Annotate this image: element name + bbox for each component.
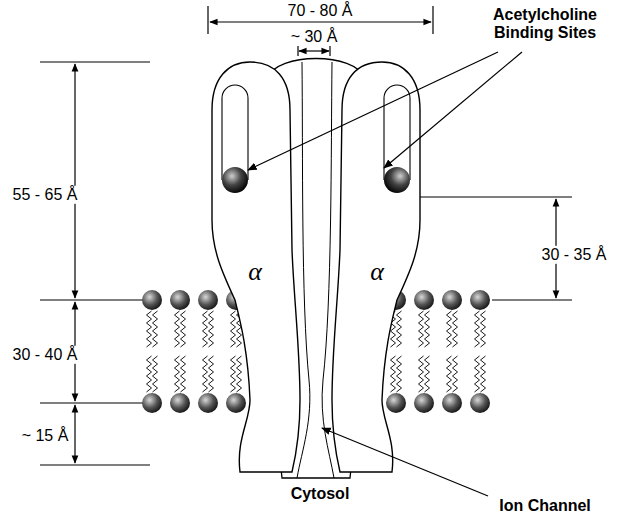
lipid-tail (175, 356, 180, 392)
lipid-head (142, 290, 162, 310)
lipid-tail (203, 311, 208, 347)
lipid-tail (397, 356, 402, 392)
lipid-tail (209, 311, 214, 347)
lipid-tail (209, 356, 214, 392)
lipid-tail (147, 311, 152, 347)
lipid-head (170, 290, 190, 310)
lipid-tail (425, 356, 430, 392)
subunit-label: α (370, 257, 384, 287)
dimension-label: 70 - 80 Å (286, 2, 355, 20)
lipid-head (386, 393, 406, 413)
lipid-tail (181, 356, 186, 392)
lipid-tail (453, 311, 458, 347)
dimension-label: 30 - 40 Å (11, 346, 80, 364)
leader-line (384, 52, 522, 168)
subunit-label: α (248, 257, 262, 287)
lipid-tail (181, 311, 186, 347)
lipid-tail (231, 356, 236, 392)
lipid-tail (425, 311, 430, 347)
lipid-tail (419, 311, 424, 347)
dimension-label: 55 - 65 Å (11, 186, 80, 204)
alpha-subunit: α (325, 55, 427, 477)
lipid-tail (203, 356, 208, 392)
part-label: Cytosol (289, 485, 352, 503)
lipid-head (470, 393, 490, 413)
lipid-tail (475, 311, 480, 347)
lipid-head (414, 290, 434, 310)
lipid-tail (453, 356, 458, 392)
part-label: Ion Channel (497, 497, 593, 515)
lipid-tail (475, 356, 480, 392)
lipid-head (414, 393, 434, 413)
lipid-head (170, 393, 190, 413)
lipid-tail (397, 311, 402, 347)
lipid-head (442, 393, 462, 413)
lipid-bilayer (142, 290, 490, 413)
lipid-tail (231, 311, 236, 347)
lipid-head (470, 290, 490, 310)
lipid-head (142, 393, 162, 413)
dimension-label: ~ 15 Å (20, 427, 71, 445)
lipid-tail (447, 311, 452, 347)
lipid-tail (391, 356, 396, 392)
alpha-subunit: α (205, 55, 307, 477)
lipid-head (198, 290, 218, 310)
dimension-label: 30 - 35 Å (540, 246, 609, 264)
lipid-tail (481, 356, 486, 392)
part-label: Acetylcholine Binding Sites (476, 6, 614, 43)
lipid-head (226, 393, 246, 413)
lipid-head (442, 290, 462, 310)
lipid-tail (147, 356, 152, 392)
lipid-tail (153, 356, 158, 392)
lipid-tail (481, 311, 486, 347)
lipid-tail (175, 311, 180, 347)
lipid-tail (447, 356, 452, 392)
dimension-label: ~ 30 Å (289, 28, 340, 46)
lipid-tail (419, 356, 424, 392)
lipid-tail (153, 311, 158, 347)
leader-line (248, 52, 498, 170)
lipid-tail (237, 356, 242, 392)
lipid-head (198, 393, 218, 413)
